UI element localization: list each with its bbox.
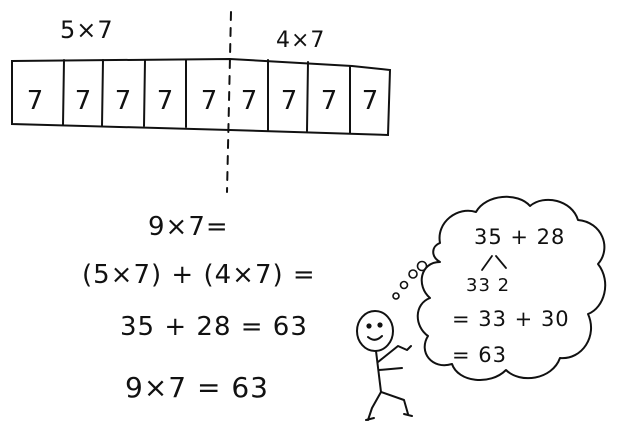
- thought-bubble: [416, 195, 607, 382]
- thought-line-4: = 63: [452, 343, 507, 367]
- right-part-label: 4×7: [276, 28, 326, 53]
- equation-line-2: (5×7) + (4×7) =: [82, 260, 316, 290]
- strip-cell: 7: [240, 86, 258, 116]
- left-part-label: 5×7: [60, 16, 114, 44]
- strip-cell: 7: [320, 86, 338, 116]
- figure-head: [356, 310, 394, 352]
- equation-result: 9×7 = 63: [125, 371, 269, 404]
- strip-outline: [11, 57, 392, 137]
- strip-cell: 7: [26, 86, 44, 116]
- thought-line-2: 33 2: [466, 275, 511, 296]
- equation-line-3: 35 + 28 = 63: [120, 312, 308, 342]
- strip-cell: 7: [280, 86, 298, 116]
- thought-dot: [416, 260, 428, 272]
- equation-line-1: 9×7=: [148, 212, 229, 242]
- thought-dot: [392, 292, 400, 300]
- cell-divider: [101, 59, 104, 127]
- number-strip: [11, 57, 392, 137]
- cell-divider: [306, 61, 309, 132]
- thought-line-3: = 33 + 30: [452, 307, 570, 331]
- strip-cell: 7: [200, 86, 218, 116]
- split-dashed-line: [226, 11, 232, 193]
- thought-line-1: 35 + 28: [474, 225, 566, 249]
- cell-divider: [62, 59, 65, 126]
- cell-divider: [143, 59, 146, 127]
- strip-cell: 7: [156, 86, 174, 116]
- strip-cell: 7: [74, 86, 92, 116]
- thought-dot: [408, 269, 418, 279]
- strip-cell: 7: [361, 86, 379, 116]
- stick-figure: [356, 310, 413, 421]
- split-branches: [481, 255, 507, 271]
- strip-cell: 7: [114, 86, 132, 116]
- thought-dot: [399, 280, 409, 290]
